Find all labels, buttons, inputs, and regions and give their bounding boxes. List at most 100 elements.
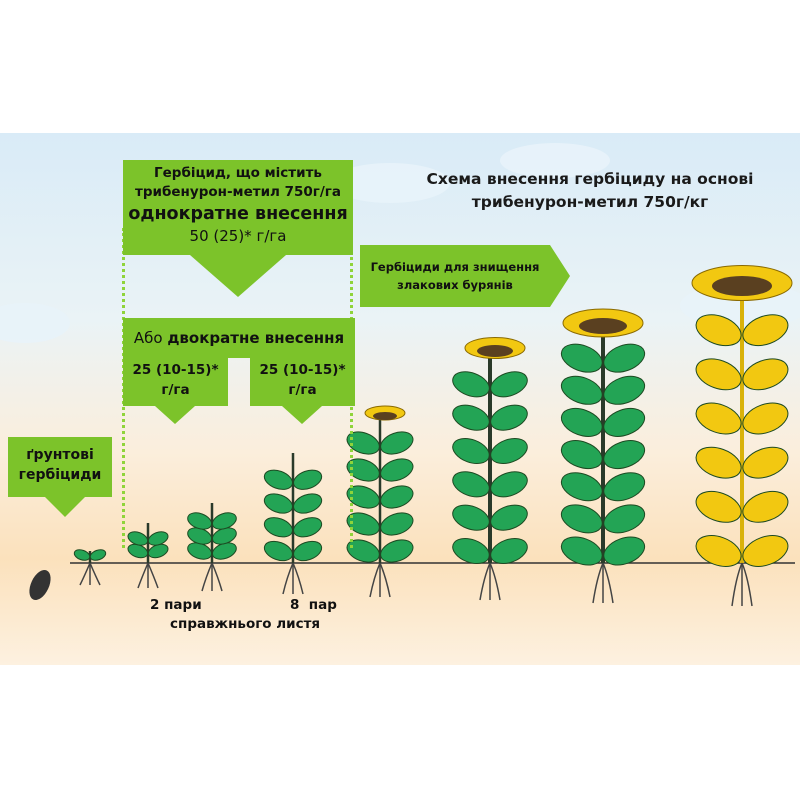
- plant-leaf: [742, 490, 789, 523]
- plant-leaf: [742, 358, 789, 391]
- plant-leaf: [742, 446, 789, 479]
- plant-leaf: [380, 485, 414, 509]
- plant-leaf: [452, 404, 490, 431]
- plant-leaf: [560, 536, 603, 566]
- plant-leaf: [187, 512, 213, 530]
- plant-leaf: [346, 539, 380, 563]
- soil-herbicide-box: ґрунтові гербіциди: [8, 437, 112, 497]
- dose-box-1: 25 (10-15)* г/га: [123, 356, 228, 406]
- single-dose: 50 (25)* г/га: [189, 227, 287, 245]
- stage-8-pairs: 8 пар: [290, 597, 337, 613]
- plant-root: [89, 562, 101, 586]
- double-bold: двократне внесення: [167, 329, 345, 347]
- plant-leaf: [380, 458, 414, 482]
- grass-herbicide-box: Гербіциди для знищення злакових бурянів: [360, 245, 550, 307]
- seed-icon: [29, 570, 51, 600]
- plant-leaf: [263, 540, 293, 562]
- plant-leaf: [742, 402, 789, 435]
- plant-leaf: [380, 539, 414, 563]
- plant-leaf: [560, 472, 603, 502]
- plant-root: [137, 562, 149, 589]
- sunflower-seeds: [579, 318, 627, 334]
- dose1-unit: г/га: [161, 382, 190, 398]
- plant-leaf: [346, 458, 380, 482]
- plant-leaf: [490, 471, 528, 498]
- stage-caption: справжнього листя: [170, 616, 321, 632]
- plant-leaf: [73, 549, 91, 561]
- plant-root: [201, 562, 213, 592]
- plant-leaf: [603, 536, 646, 566]
- plant-leaf: [380, 431, 414, 455]
- dose-box-2: 25 (10-15)* г/га: [250, 356, 355, 406]
- plant-root: [489, 562, 501, 601]
- plant-leaf: [695, 402, 742, 435]
- soil-line2: гербіциди: [18, 467, 102, 483]
- plant-leaf: [560, 440, 603, 470]
- plant-leaf: [603, 375, 646, 405]
- dose1-arrow: [155, 406, 195, 424]
- dose2-arrow: [282, 406, 322, 424]
- plant-leaf: [452, 504, 490, 531]
- plant-leaf: [695, 535, 742, 567]
- plant-leaf: [603, 472, 646, 502]
- plant-leaf: [695, 314, 742, 347]
- plant-leaf: [452, 437, 490, 465]
- soil-arrow: [45, 497, 85, 517]
- plant-leaf: [742, 535, 789, 567]
- plant-root: [147, 562, 159, 589]
- plant-leaf: [346, 512, 380, 536]
- plant-leaf: [695, 358, 742, 391]
- plant-leaf: [346, 431, 380, 455]
- plant-leaf: [127, 531, 149, 546]
- sunflower-seeds: [477, 345, 513, 357]
- plant-root: [731, 562, 743, 607]
- plant-leaf: [380, 512, 414, 536]
- plant-leaf: [346, 485, 380, 509]
- plant-leaf: [560, 407, 603, 437]
- sunflower-seeds: [373, 412, 397, 420]
- plant-leaf: [263, 493, 293, 514]
- plant-root: [369, 562, 381, 598]
- plant-leaf: [293, 540, 323, 562]
- plant-leaf: [490, 504, 528, 531]
- plant-leaf: [560, 375, 603, 405]
- plant-leaf: [147, 531, 169, 546]
- double-prefix: Або: [133, 329, 163, 347]
- sunflower-seeds: [712, 276, 772, 296]
- plant-root: [211, 562, 223, 592]
- dose2-unit: г/га: [288, 382, 317, 398]
- plant-leaf: [603, 504, 646, 534]
- plant-root: [379, 562, 391, 598]
- plant-leaf: [560, 343, 603, 373]
- diagram-title: Схема внесення гербіциду на основі трибе…: [426, 170, 754, 211]
- plant-root: [282, 562, 294, 595]
- plant-leaf: [263, 469, 293, 490]
- plant-leaf: [452, 471, 490, 498]
- plant-leaf: [452, 371, 490, 398]
- plant-leaf: [263, 517, 293, 538]
- plant-leaf: [490, 537, 528, 565]
- plant-root: [592, 562, 604, 604]
- grass-arrow: [550, 245, 570, 307]
- stage-2-pairs: 2 пари: [150, 597, 202, 613]
- dose1-value: 25 (10-15)*: [132, 362, 219, 378]
- double-application-box: Або двократне внесення: [123, 318, 355, 358]
- plant-leaf: [603, 440, 646, 470]
- plant-leaf: [490, 437, 528, 465]
- soil-line1: ґрунтові: [26, 447, 94, 463]
- single-line2: трибенурон-метил 750г/га: [135, 184, 341, 200]
- single-application-box: Гербіцид, що містить трибенурон-метил 75…: [123, 160, 353, 255]
- plant-leaf: [293, 493, 323, 514]
- plant-root: [741, 562, 753, 607]
- plant-root: [602, 562, 614, 604]
- plant-leaf: [490, 371, 528, 398]
- single-line1: Гербіцид, що містить: [154, 165, 322, 181]
- plant-root: [79, 562, 91, 586]
- plant-leaf: [742, 314, 789, 347]
- plant-root: [479, 562, 491, 601]
- single-arrow: [190, 255, 286, 297]
- plant-leaf: [490, 404, 528, 431]
- plant-leaf: [293, 469, 323, 490]
- plant-leaf: [89, 549, 107, 561]
